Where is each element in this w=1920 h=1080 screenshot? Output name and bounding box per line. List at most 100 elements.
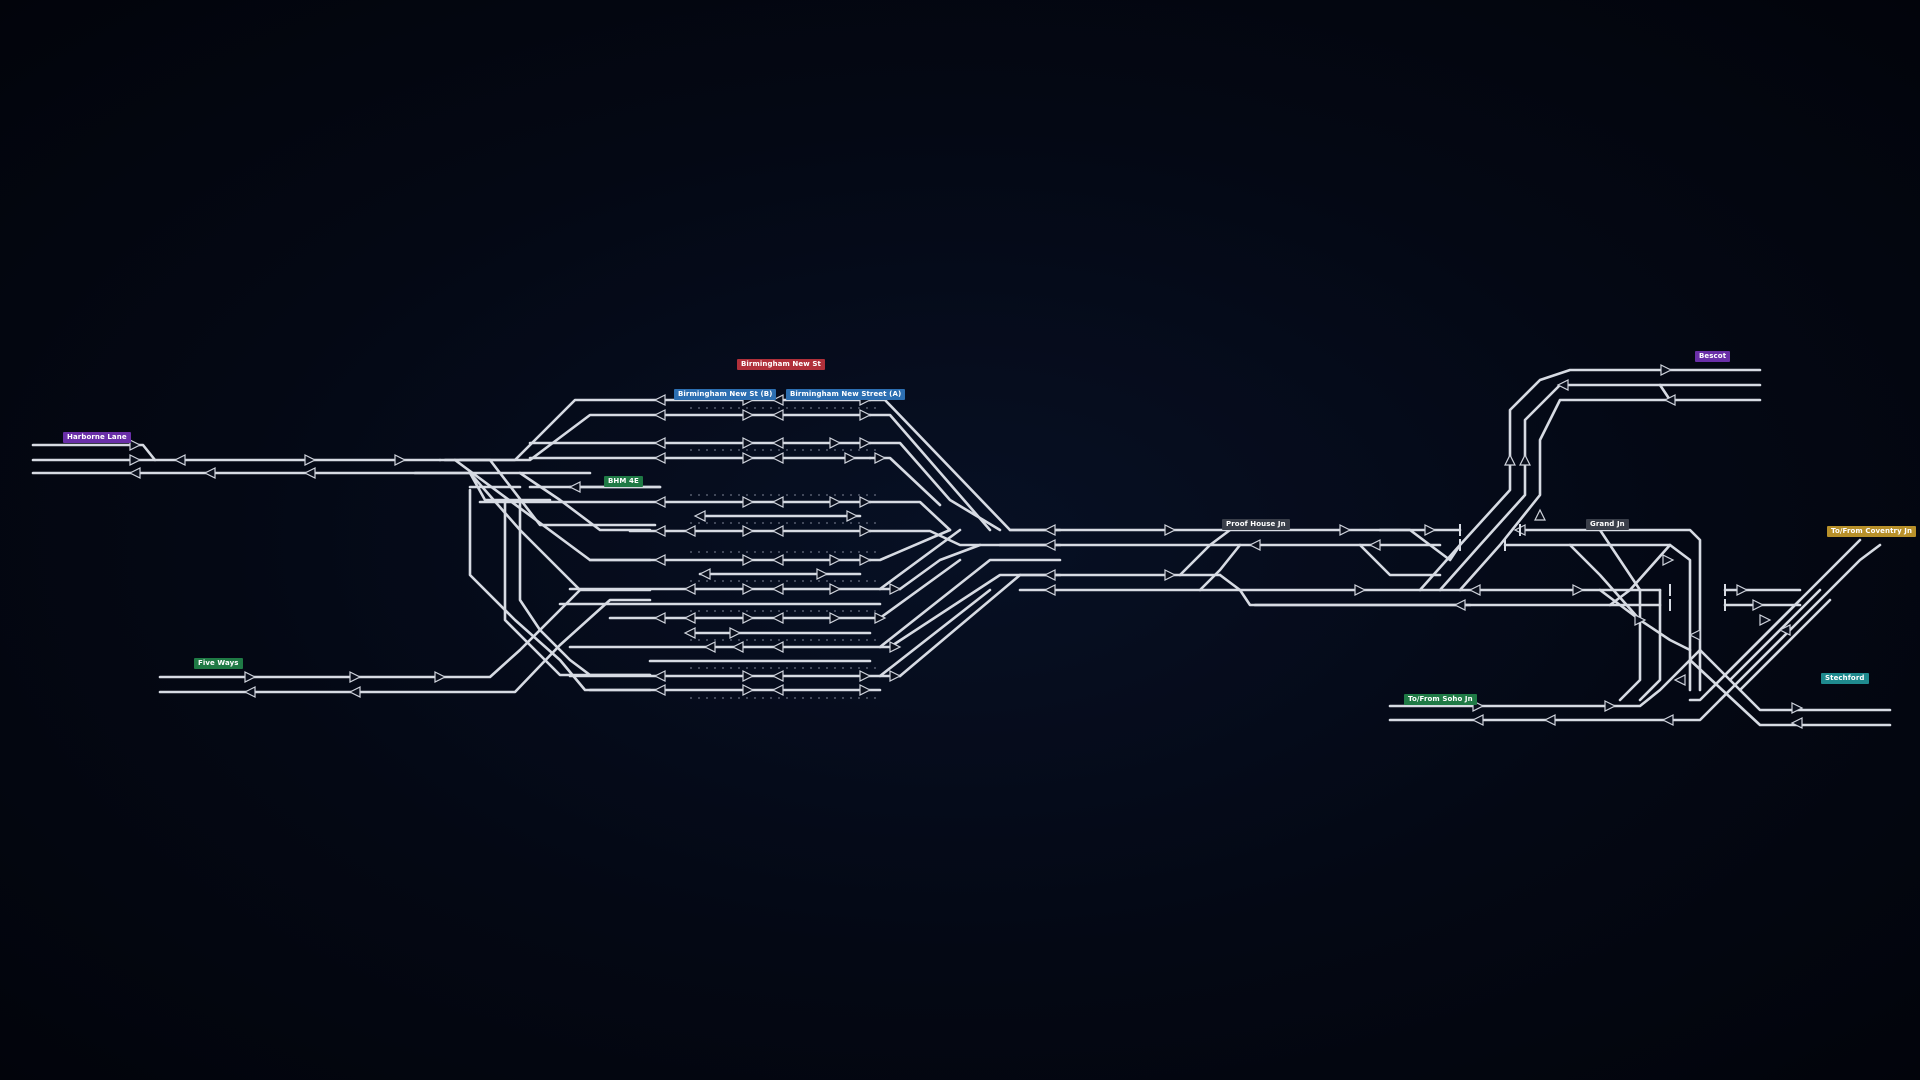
signal-marker[interactable] [742,612,755,624]
location-label-five-ways[interactable]: Five Ways [194,658,243,669]
signal-marker[interactable] [1604,700,1617,712]
signal-marker[interactable] [244,671,257,683]
signal-marker[interactable] [859,525,872,537]
signal-marker[interactable] [653,684,666,696]
signal-marker[interactable] [1752,599,1765,611]
signal-marker[interactable] [1660,364,1673,376]
location-label-soho-jn[interactable]: To/From Soho Jn [1404,694,1477,705]
signal-marker[interactable] [731,641,744,653]
signal-marker[interactable] [568,481,581,493]
signal-marker[interactable] [1043,539,1056,551]
signal-marker[interactable] [1661,714,1674,726]
signal-marker[interactable] [1556,379,1569,391]
signal-marker[interactable] [829,437,842,449]
signal-marker[interactable] [434,671,447,683]
signal-marker[interactable] [1634,614,1647,626]
signal-marker[interactable] [742,554,755,566]
signal-marker[interactable] [703,641,716,653]
signal-marker[interactable] [1043,584,1056,596]
signal-marker[interactable] [1673,674,1686,686]
signal-marker[interactable] [129,439,142,451]
signal-marker[interactable] [1759,614,1772,626]
signal-marker[interactable] [771,612,784,624]
signal-marker[interactable] [698,568,711,580]
signal-marker[interactable] [1368,539,1381,551]
signal-marker[interactable] [742,409,755,421]
signal-marker[interactable] [1468,584,1481,596]
signal-marker[interactable] [349,671,362,683]
junction-label-proof-house[interactable]: Proof House Jn [1222,519,1290,530]
signal-marker[interactable] [693,510,706,522]
signal-marker[interactable] [1572,584,1585,596]
signal-marker[interactable] [653,409,666,421]
location-label-bescot[interactable]: Bescot [1695,351,1731,362]
signal-marker[interactable] [771,496,784,508]
platform-label-a[interactable]: Birmingham New Street (A) [786,389,906,400]
signal-marker[interactable] [742,583,755,595]
signal-marker[interactable] [683,612,696,624]
signal-marker[interactable] [1164,569,1177,581]
signal-marker[interactable] [1663,394,1676,406]
signal-marker[interactable] [829,496,842,508]
signal-marker[interactable] [1790,717,1803,729]
signal-marker[interactable] [653,394,666,406]
signal-marker[interactable] [394,454,407,466]
signal-marker[interactable] [771,437,784,449]
junction-label-grand[interactable]: Grand Jn [1586,519,1629,530]
signal-marker[interactable] [771,394,784,406]
signal-marker[interactable] [129,454,142,466]
signal-marker[interactable] [859,554,872,566]
signal-marker[interactable] [771,554,784,566]
signal-marker[interactable] [653,554,666,566]
signal-marker[interactable] [683,583,696,595]
signal-marker[interactable] [771,452,784,464]
location-label-stechford[interactable]: Stechford [1821,673,1869,684]
signal-marker[interactable] [653,437,666,449]
signal-marker[interactable] [243,686,256,698]
signal-marker[interactable] [173,454,186,466]
signal-marker[interactable] [829,583,842,595]
signal-marker[interactable] [1043,524,1056,536]
signal-marker[interactable] [771,641,784,653]
signal-marker[interactable] [859,437,872,449]
signal-marker[interactable] [859,409,872,421]
signal-marker[interactable] [1791,702,1804,714]
signal-marker[interactable] [128,467,141,479]
signal-marker[interactable] [742,437,755,449]
signal-marker[interactable] [1534,508,1546,521]
signal-marker[interactable] [874,452,887,464]
signal-marker[interactable] [1736,584,1749,596]
signal-marker[interactable] [771,670,784,682]
signal-marker[interactable] [653,452,666,464]
signal-marker[interactable] [1339,524,1352,536]
signal-marker[interactable] [1453,599,1466,611]
signal-marker[interactable] [846,510,859,522]
signal-marker[interactable] [1543,714,1556,726]
signal-marker[interactable] [203,467,216,479]
signal-marker[interactable] [729,627,742,639]
signal-marker[interactable] [742,452,755,464]
signal-marker[interactable] [1688,629,1701,641]
signal-marker[interactable] [1424,524,1437,536]
signal-marker[interactable] [683,525,696,537]
signal-marker[interactable] [874,612,887,624]
signal-marker[interactable] [1248,539,1261,551]
signal-marker[interactable] [1043,569,1056,581]
signal-markers[interactable] [128,364,1804,729]
signal-marker[interactable] [742,496,755,508]
signal-marker[interactable] [889,670,902,682]
signal-marker[interactable] [889,583,902,595]
signal-marker[interactable] [303,467,316,479]
signal-marker[interactable] [771,409,784,421]
signal-marker[interactable] [889,641,902,653]
signal-marker[interactable] [829,554,842,566]
signal-marker[interactable] [1354,584,1367,596]
signal-marker[interactable] [653,496,666,508]
signal-marker[interactable] [1471,714,1484,726]
signal-marker[interactable] [742,670,755,682]
signal-marker[interactable] [348,686,361,698]
platform-label-b[interactable]: Birmingham New St (B) [674,389,777,400]
signal-marker[interactable] [859,684,872,696]
signal-marker[interactable] [859,670,872,682]
